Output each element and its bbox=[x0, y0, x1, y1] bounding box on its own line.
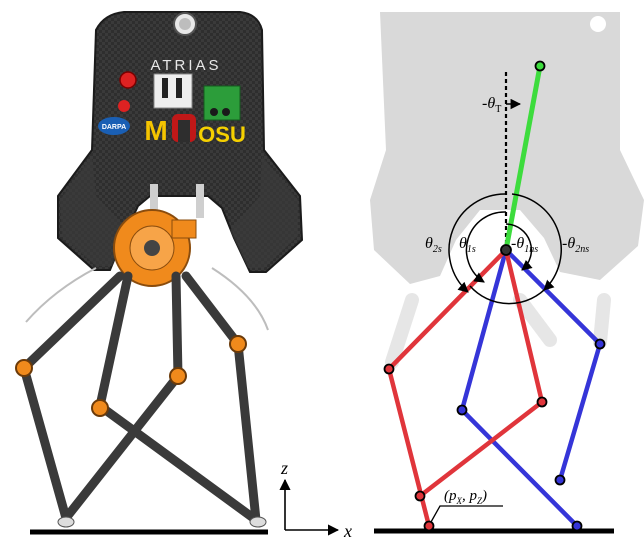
toggle-switch-1 bbox=[162, 78, 168, 98]
toggle-switch-2 bbox=[176, 78, 182, 98]
theta-2s-arc bbox=[448, 193, 507, 293]
mount-post-left bbox=[150, 184, 158, 218]
spring-arm-left bbox=[25, 267, 97, 323]
angle-arcs bbox=[448, 98, 562, 305]
michigan-logo: M bbox=[144, 115, 167, 146]
stance-shin-joint bbox=[536, 396, 548, 408]
leg-link-6 bbox=[61, 371, 183, 523]
knee-joint-4 bbox=[229, 335, 247, 353]
knee-joint-2 bbox=[91, 399, 109, 417]
mount-post-right bbox=[196, 184, 204, 218]
hip-bottom-arc bbox=[469, 285, 549, 305]
leg-link-1 bbox=[95, 271, 133, 411]
theta-1ns-label: -θ1ns bbox=[511, 235, 538, 255]
z-axis-label: z bbox=[280, 458, 288, 478]
leg-link-5 bbox=[171, 271, 183, 381]
kinematic-diagram: -θT θ2s θ1s -θ1ns -θ2ns (pX, pZ) bbox=[370, 12, 644, 534]
robot-legs bbox=[19, 271, 261, 525]
torso-wing-right bbox=[230, 156, 298, 268]
darpa-logo bbox=[98, 117, 130, 135]
foot-point-label: (pX, pZ) bbox=[444, 488, 487, 506]
torso-top-joint bbox=[534, 60, 546, 72]
knee-joint-1 bbox=[15, 359, 33, 377]
foot-point-leader bbox=[430, 505, 503, 523]
x-axis-label: x bbox=[343, 521, 352, 538]
theta-2s-label: θ2s bbox=[425, 235, 442, 255]
foot-right bbox=[249, 516, 267, 528]
torso-link bbox=[503, 63, 543, 253]
knee-joint-3 bbox=[169, 367, 187, 385]
hip-joint bbox=[500, 244, 512, 256]
swing-knee-joint bbox=[456, 404, 468, 416]
theta-2ns-arc bbox=[511, 193, 562, 291]
magnet-logo-inner bbox=[178, 120, 190, 142]
torso-wing-left bbox=[60, 156, 128, 266]
torso-top-ring-center bbox=[179, 18, 191, 30]
toggle-switch-panel bbox=[153, 73, 193, 109]
board-connector-2 bbox=[222, 108, 230, 116]
theta-2ns-label: -θ2ns bbox=[562, 235, 589, 255]
swing-mid-joint bbox=[554, 474, 566, 486]
robot-name-text: ATRIAS bbox=[150, 57, 221, 74]
hip-motor-hub bbox=[144, 240, 160, 256]
leg-link-4 bbox=[19, 363, 71, 523]
leg-link-2 bbox=[95, 401, 261, 525]
spring-arm-right bbox=[211, 267, 269, 331]
stance-leg bbox=[386, 247, 545, 529]
robot-render: ATRIAS DARPA M OSU bbox=[15, 11, 304, 535]
emergency-button bbox=[119, 71, 137, 89]
board-connector-1 bbox=[210, 108, 218, 116]
circuit-board bbox=[203, 85, 241, 121]
stance-mid-joint bbox=[414, 490, 426, 502]
foot-left bbox=[57, 516, 75, 528]
leg-link-3 bbox=[19, 271, 125, 373]
coordinate-axes: z x bbox=[279, 458, 352, 538]
hip-bracket bbox=[171, 219, 197, 239]
robot-silhouette bbox=[370, 12, 644, 284]
leg-link-8 bbox=[233, 339, 261, 525]
indicator-light bbox=[118, 100, 130, 112]
stance-foot-joint bbox=[423, 520, 435, 532]
theta-1s-label: θ1s bbox=[459, 235, 476, 255]
theta-t-label: -θT bbox=[482, 95, 501, 115]
theta-1ns-arc bbox=[505, 223, 533, 271]
stance-knee-joint bbox=[383, 363, 395, 375]
darpa-logo-text: DARPA bbox=[102, 124, 126, 131]
leg-link-7 bbox=[181, 271, 243, 349]
osu-logo: OSU bbox=[198, 122, 246, 147]
swing-outer-joint bbox=[594, 338, 606, 350]
silhouette-hole bbox=[590, 16, 606, 32]
theta-1s-arc bbox=[465, 211, 507, 283]
silhouette-legs bbox=[385, 293, 611, 369]
swing-leg bbox=[459, 247, 603, 529]
swing-foot-joint bbox=[571, 520, 583, 532]
